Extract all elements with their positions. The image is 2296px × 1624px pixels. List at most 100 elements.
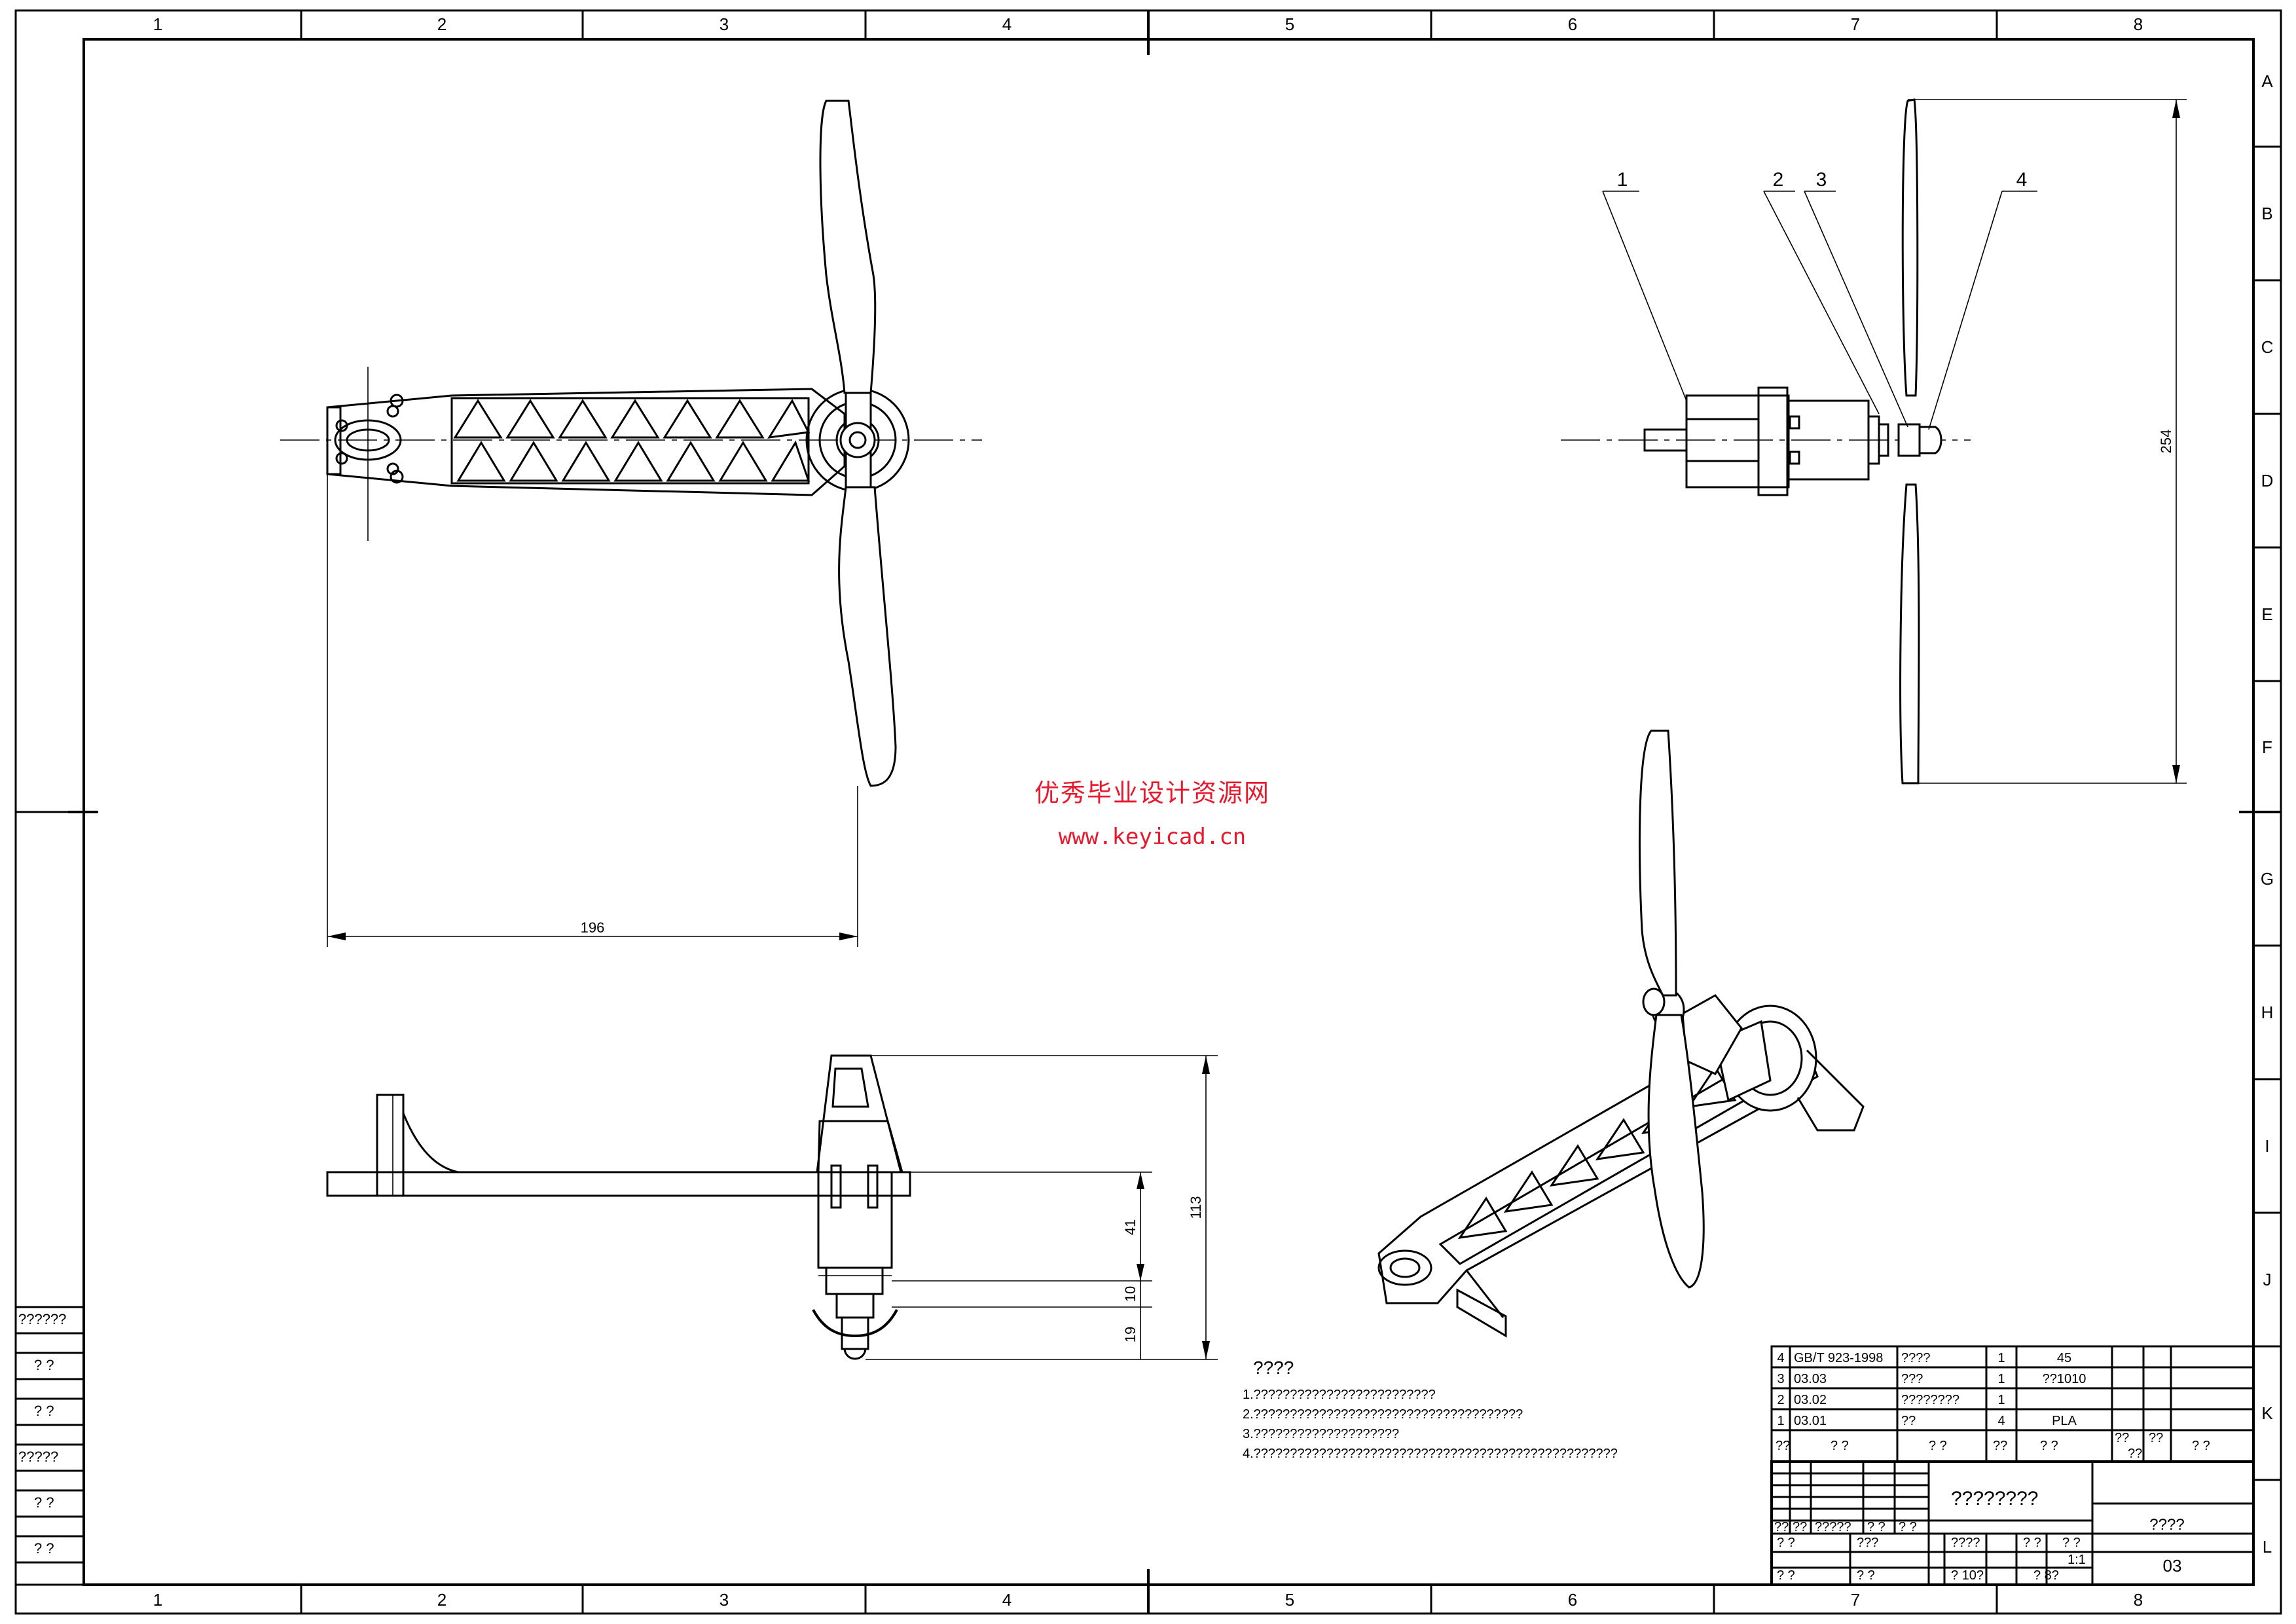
col-label-2-bottom: 2 (437, 1590, 446, 1610)
col-label-5: 5 (1285, 14, 1294, 34)
title-row-a-1: ?? (1774, 1520, 1789, 1534)
note-2: 2.????????????????????????????????????? (1243, 1407, 1523, 1422)
row-label-d: D (2261, 471, 2274, 490)
bom-header-total: ?? (2149, 1431, 2163, 1445)
side-stamp-4: ????? (18, 1449, 58, 1465)
col-label-1-bottom: 1 (153, 1590, 162, 1610)
note-4: 4.??????????????????????????????????????… (1243, 1447, 1618, 1461)
row-label-g: G (2261, 869, 2274, 889)
side-stamp-column: ?????? ? ? ? ? ????? ? ? ? ? (14, 1306, 85, 1586)
sheet-frame: 1 2 3 4 5 6 7 8 1 2 3 4 5 6 7 8 A B C D … (14, 9, 2282, 1615)
title-row-c-1: ? ? (1777, 1568, 1795, 1583)
bom-row-2-no: 3 (1777, 1372, 1784, 1386)
watermark-url: www.keyicad.cn (1058, 824, 1247, 850)
balloon-4: 4 (2016, 169, 2028, 191)
bom-row-2-name: ??? (1901, 1372, 1923, 1386)
col-label-7-bottom: 7 (1851, 1590, 1860, 1610)
col-label-4: 4 (1002, 14, 1011, 34)
title-row-a-2: ?? (1793, 1520, 1807, 1534)
bom-row-2-qty: 1 (1997, 1372, 2005, 1386)
row-label-e: E (2261, 604, 2272, 624)
dimension-196: 196 (581, 919, 605, 936)
side-view: 254 1 2 3 4 (1561, 98, 2187, 784)
title-row-c-4: ? 8? (2033, 1568, 2059, 1583)
bom-row-1-name: ???? (1901, 1351, 1931, 1365)
title-row-b-3: ???? (1951, 1536, 1980, 1550)
col-label-4-bottom: 4 (1002, 1590, 1011, 1610)
side-stamp-5: ? ? (34, 1494, 54, 1511)
row-label-f: F (2262, 737, 2272, 757)
title-row-c-3: ? 10? (1951, 1568, 1984, 1583)
bom-row-4-no: 1 (1777, 1414, 1784, 1428)
col-label-2: 2 (437, 14, 446, 34)
col-label-1: 1 (153, 14, 162, 34)
title-row-b-1: ? ? (1777, 1536, 1795, 1550)
bom-row-4-code: 03.01 (1794, 1414, 1827, 1428)
col-label-8: 8 (2134, 14, 2143, 34)
col-label-3: 3 (720, 14, 729, 34)
bom-header-qty: ?? (1993, 1439, 2007, 1453)
title-row-b-2: ??? (1857, 1536, 1878, 1550)
side-stamp-6: ? ? (34, 1540, 54, 1557)
bom-header-name: ? ? (1929, 1439, 1947, 1453)
bom-row-1-code: GB/T 923-1998 (1794, 1351, 1883, 1365)
dimension-113: 113 (1188, 1196, 1204, 1219)
bom-header-code: ? ? (1831, 1439, 1849, 1453)
note-3: 3.???????????????????? (1243, 1427, 1399, 1441)
row-label-k: K (2261, 1403, 2273, 1423)
bom-header-remark: ? ? (2192, 1439, 2210, 1453)
row-label-h: H (2261, 1003, 2274, 1022)
row-label-i: I (2265, 1136, 2269, 1156)
bom-row-1-qty: 1 (1997, 1351, 2005, 1365)
title-scale: 1:1 (2068, 1553, 2086, 1567)
bom-row-4-name: ?? (1901, 1414, 1916, 1428)
bom-row-4-qty: 4 (1997, 1414, 2005, 1428)
bom-row-2-material: ??1010 (2043, 1372, 2086, 1386)
col-label-6-bottom: 6 (1568, 1590, 1577, 1610)
dimension-254: 254 (2158, 430, 2174, 454)
top-view: 196 (280, 100, 982, 947)
bom-header-weight: ?? (2128, 1447, 2142, 1461)
title-row-b-4: ? ? (2023, 1536, 2041, 1550)
bom-row-1-material: 45 (2057, 1351, 2071, 1365)
note-1: 1.????????????????????????? (1243, 1388, 1436, 1402)
bom-row-3-code: 03.02 (1794, 1393, 1827, 1407)
watermark-chinese: 优秀毕业设计资源网 (1034, 779, 1270, 807)
title-row-a-3: ????? (1815, 1520, 1851, 1534)
notes-title: ???? (1253, 1357, 1294, 1378)
front-view: 113 41 10 19 (326, 1054, 1218, 1360)
isometric-view (1377, 729, 1865, 1338)
bom-row-3-no: 2 (1777, 1393, 1784, 1407)
side-stamp-2: ? ? (34, 1357, 54, 1373)
bom-row-1-no: 4 (1777, 1351, 1784, 1365)
parts-list: 4 GB/T 923-1998 ???? 1 45 3 03.03 ??? 1 … (1770, 1345, 2255, 1463)
bom-row-3-name: ???????? (1901, 1393, 1959, 1407)
row-label-l: L (2263, 1537, 2272, 1557)
bom-row-3-qty: 1 (1997, 1393, 2005, 1407)
balloon-3: 3 (1816, 169, 1827, 191)
col-label-7: 7 (1851, 14, 1860, 34)
title-row-a-4: ? ? (1867, 1520, 1886, 1534)
col-label-6: 6 (1568, 14, 1577, 34)
drawing-name: ???????? (1951, 1488, 2038, 1509)
bom-header-material: ? ? (2040, 1439, 2058, 1453)
title-block: ?? ?? ????? ? ? ? ? ? ? ??? ???? ? ? ? ?… (1770, 1460, 2255, 1586)
side-stamp-3: ? ? (34, 1403, 54, 1419)
row-label-c: C (2261, 337, 2274, 357)
dimension-10: 10 (1122, 1286, 1139, 1302)
dimension-41: 41 (1122, 1219, 1139, 1235)
bom-header-seq: ?? (1776, 1439, 1790, 1453)
col-label-5-bottom: 5 (1285, 1590, 1294, 1610)
row-label-j: J (2263, 1270, 2272, 1289)
col-label-3-bottom: 3 (720, 1590, 729, 1610)
row-label-a: A (2261, 71, 2273, 91)
drawing-number: 03 (2163, 1556, 2182, 1576)
dimension-19: 19 (1122, 1327, 1139, 1342)
title-row-c-2: ? ? (1857, 1568, 1875, 1583)
technical-notes: ???? 1.????????????????????????? 2.?????… (1243, 1357, 1618, 1461)
balloon-2: 2 (1773, 169, 1784, 191)
row-label-b: B (2261, 204, 2272, 223)
bom-row-4-material: PLA (2052, 1414, 2077, 1428)
bom-header-unit: ?? (2115, 1431, 2129, 1445)
